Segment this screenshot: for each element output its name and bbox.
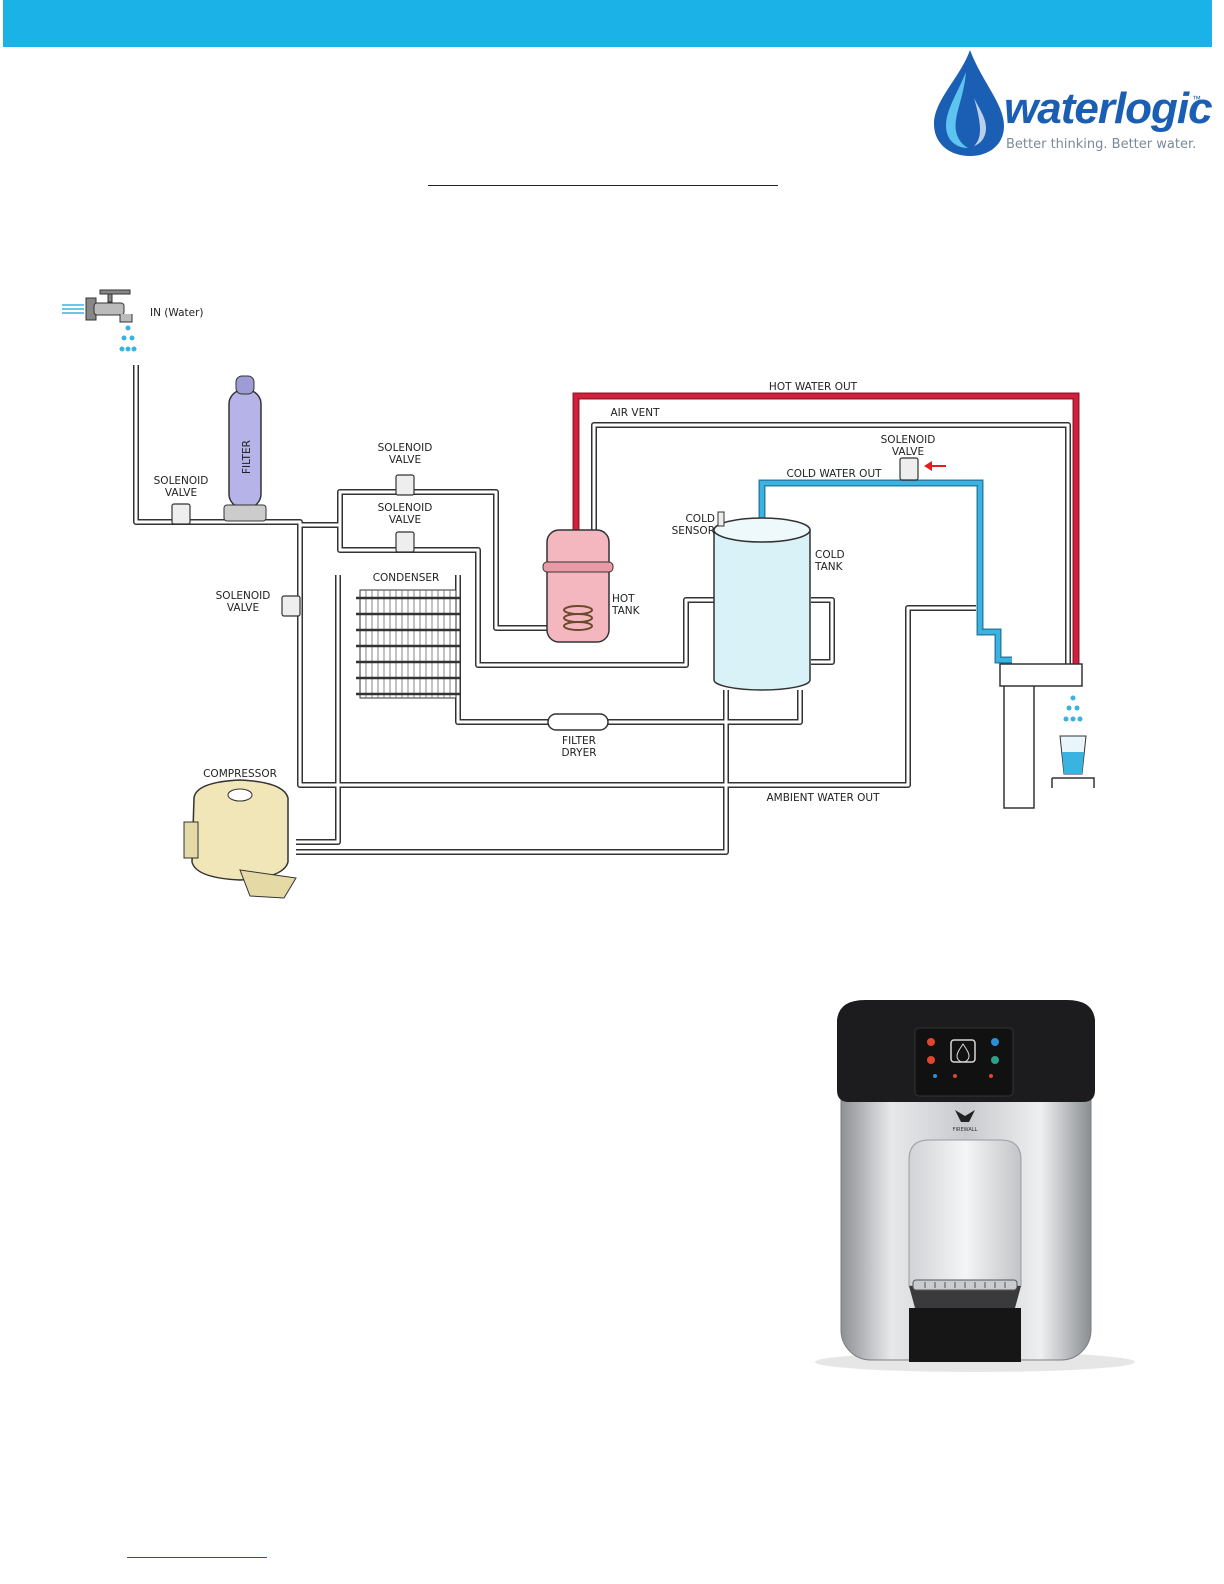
label-solenoid-inlet-line1: SOLENOID [154,475,209,487]
solenoid-valve-inlet [172,504,190,524]
label-ambient-water-out: AMBIENT WATER OUT [766,792,880,804]
label-solenoid-top-line1: SOLENOID [378,442,433,454]
cold-tank [714,512,810,690]
label-cold-sensor-line2: SENSOR [672,525,715,537]
label-condenser: CONDENSER [373,572,440,584]
label-cold-sensor-line1: COLD [685,513,715,525]
label-cold-tank-line1: COLD [815,549,845,561]
label-solenoid-left-line2: VALVE [227,602,259,614]
filter-dryer [548,714,608,730]
footer-link-underline[interactable] [127,1557,267,1558]
label-hot-water-out: HOT WATER OUT [769,381,858,393]
label-compressor: COMPRESSOR [203,768,277,780]
solenoid-valve-cold-feed [396,532,414,552]
solenoid-valve-cold-out [900,458,918,480]
label-cold-tank-line2: TANK [814,561,844,573]
label-cold-water-out: COLD WATER OUT [786,468,882,480]
drinking-glass-icon [1052,736,1094,788]
label-filter: FILTER [241,440,253,474]
label-solenoid-mid-line2: VALVE [389,514,421,526]
water-tap-icon [62,290,137,352]
label-filter-dryer-line2: DRYER [561,747,596,759]
label-in-water: IN (Water) [150,307,204,319]
condenser-coil [356,590,460,698]
water-dispenser-flow-diagram: IN (Water) FILTER SOLENOID VALVE SOLENOI… [0,0,1224,920]
label-solenoid-top-line2: VALVE [389,454,421,466]
product-dispenser-image: FIREWALL [805,990,1145,1380]
label-hot-tank-line1: HOT [612,593,635,605]
solenoid-valve-ambient [282,596,300,616]
label-solenoid-cold-line2: VALVE [892,446,924,458]
compressor [184,780,296,898]
indicator-arrow-icon [924,461,946,471]
label-solenoid-left-line1: SOLENOID [216,590,271,602]
hot-tank [543,530,613,642]
label-filter-dryer-line1: FILTER [562,735,596,747]
label-solenoid-mid-line1: SOLENOID [378,502,433,514]
label-solenoid-inlet-line2: VALVE [165,487,197,499]
product-brand-mark: FIREWALL [953,1127,978,1133]
solenoid-valve-hot-feed [396,475,414,495]
label-air-vent: AIR VENT [611,407,661,419]
label-solenoid-cold-line1: SOLENOID [881,434,936,446]
label-hot-tank-line2: TANK [611,605,641,617]
